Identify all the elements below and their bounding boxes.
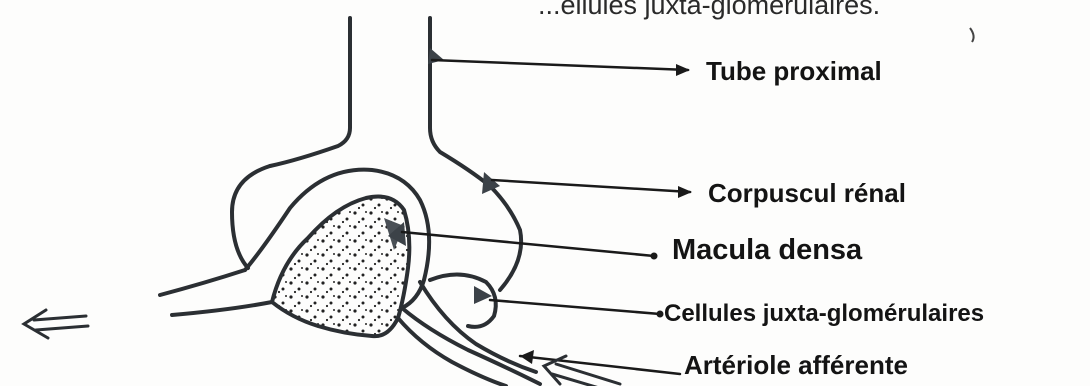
flow-arrow-in-icon	[544, 356, 620, 386]
leader-lines	[402, 60, 690, 374]
juxtaglomerular-cells-bulge	[430, 274, 496, 326]
label-cellules-juxta-glomerulaires: Cellules juxta-glomérulaires	[664, 302, 984, 326]
label-tube-proximal: Tube proximal	[706, 58, 882, 84]
label-corpuscul-renal: Corpuscul rénal	[708, 180, 906, 206]
figure-caption: ...ellules juxta-glomérulaires.	[538, 0, 880, 19]
distal-tubule	[160, 270, 272, 315]
flow-arrow-out-icon	[24, 310, 88, 338]
arteriole-afferente-walls	[398, 282, 540, 386]
tube-proximal-walls	[270, 18, 490, 186]
label-arteriole-afferente: Artériole afférente	[684, 352, 908, 378]
label-macula-densa: Macula densa	[672, 236, 862, 265]
caption-mark	[970, 28, 974, 42]
macula-densa-region	[272, 197, 409, 337]
